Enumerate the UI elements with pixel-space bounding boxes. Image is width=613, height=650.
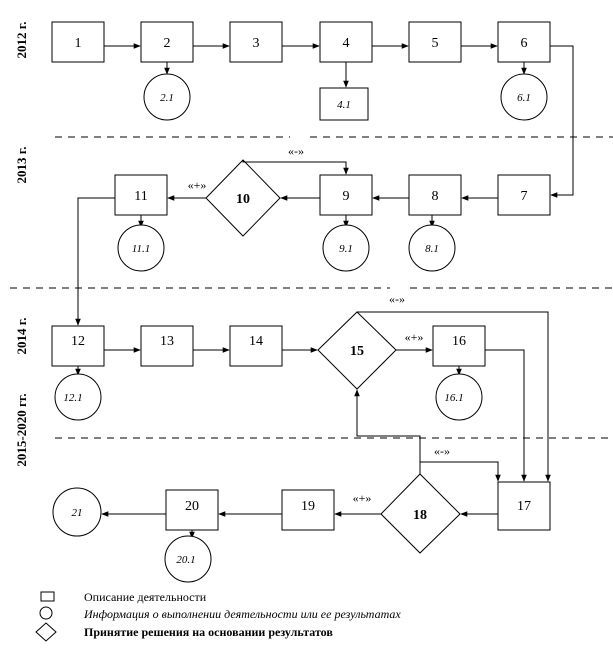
result-circle-16-1: 16.1 — [435, 373, 483, 421]
year-label-2014: 2014 г. — [14, 318, 29, 355]
activity-box-7: 7 — [497, 174, 551, 216]
activity-box-2: 2 — [140, 21, 194, 63]
activity-box-11: 11 — [114, 174, 168, 216]
activity-box-8: 8 — [408, 174, 462, 216]
svg-text:20.1: 20.1 — [176, 554, 195, 566]
svg-text:3: 3 — [253, 36, 260, 51]
svg-text:4: 4 — [343, 36, 350, 51]
activity-box-13: 13 — [140, 325, 194, 367]
year-label-2013: 2013 г. — [14, 147, 29, 184]
arrow — [75, 197, 115, 326]
svg-text:7: 7 — [521, 189, 528, 204]
svg-text:9.1: 9.1 — [339, 243, 353, 255]
svg-text:5: 5 — [432, 36, 439, 51]
activity-box-1: 1 — [51, 21, 105, 63]
arrow — [485, 349, 527, 482]
activity-box-17: 17 — [497, 481, 551, 531]
branch-label-minus: «-» — [288, 144, 304, 158]
arrow — [242, 160, 349, 175]
legend: Описание деятельности Информация о выпол… — [35, 590, 401, 642]
activity-box-14: 14 — [229, 325, 283, 367]
svg-text:17: 17 — [517, 499, 531, 514]
svg-text:18: 18 — [413, 508, 427, 523]
svg-text:4.1: 4.1 — [337, 99, 351, 111]
result-circle-11-1: 11.1 — [117, 224, 165, 272]
arrow — [354, 389, 421, 474]
result-circle-6-1: 6.1 — [500, 73, 548, 121]
year-label-2015-2020: 2015-2020 гг. — [14, 393, 29, 466]
activity-box-20: 20 — [165, 489, 219, 531]
activity-box-19: 19 — [281, 489, 335, 531]
activity-box-4-1: 4.1 — [319, 87, 369, 121]
result-circle-21: 21 — [52, 487, 102, 537]
activity-box-12: 12 — [51, 325, 105, 367]
decision-diamond-10: 10 — [205, 159, 281, 237]
result-circle-2-1: 2.1 — [143, 73, 191, 121]
svg-text:9: 9 — [343, 189, 350, 204]
svg-text:19: 19 — [301, 499, 315, 514]
legend-circle-symbol — [39, 606, 53, 620]
branch-label-minus: «-» — [389, 292, 405, 306]
svg-text:8: 8 — [432, 189, 439, 204]
activity-box-6: 6 — [497, 21, 551, 63]
activity-box-5: 5 — [408, 21, 462, 63]
branch-label-minus: «-» — [434, 444, 450, 458]
svg-text:2.1: 2.1 — [160, 92, 174, 104]
svg-text:16: 16 — [452, 334, 466, 349]
svg-text:2: 2 — [164, 36, 171, 51]
svg-text:8.1: 8.1 — [425, 243, 439, 255]
svg-text:12.1: 12.1 — [63, 392, 82, 404]
svg-text:16.1: 16.1 — [444, 392, 463, 404]
activity-box-16: 16 — [432, 325, 486, 367]
legend-diamond-symbol — [35, 622, 57, 642]
svg-text:21: 21 — [72, 507, 83, 519]
result-circle-12-1: 12.1 — [54, 373, 102, 421]
svg-text:13: 13 — [160, 334, 174, 349]
branch-label-plus: «+» — [353, 491, 372, 505]
legend-activity-label: Описание деятельности — [84, 590, 207, 604]
svg-text:11: 11 — [134, 189, 147, 204]
result-circle-8-1: 8.1 — [408, 224, 456, 272]
svg-text:1: 1 — [75, 36, 82, 51]
legend-rect-symbol — [40, 591, 55, 602]
result-circle-9-1: 9.1 — [322, 224, 370, 272]
branch-label-plus: «+» — [188, 178, 207, 192]
decision-diamond-15: 15 — [317, 311, 397, 390]
activity-box-3: 3 — [229, 21, 283, 63]
decision-diamond-18: 18 — [380, 473, 461, 554]
branch-label-plus: «+» — [405, 330, 424, 344]
svg-text:6.1: 6.1 — [517, 92, 531, 104]
svg-text:12: 12 — [71, 334, 85, 349]
result-circle-20-1: 20.1 — [164, 535, 212, 583]
svg-text:6: 6 — [521, 36, 528, 51]
year-label-2012: 2012 г. — [14, 22, 29, 59]
legend-decision-label: Принятие решения на основании результато… — [84, 625, 333, 639]
svg-text:11.1: 11.1 — [132, 243, 150, 255]
svg-text:14: 14 — [249, 334, 263, 349]
svg-text:15: 15 — [350, 344, 364, 359]
arrow — [550, 45, 574, 198]
activity-box-4: 4 — [319, 21, 373, 63]
svg-text:20: 20 — [185, 499, 199, 514]
arrow — [357, 311, 551, 482]
svg-text:10: 10 — [236, 192, 250, 207]
arrow — [419, 461, 501, 482]
activity-box-9: 9 — [319, 174, 373, 216]
legend-info-label: Информация о выполнении деятельности или… — [83, 607, 401, 621]
